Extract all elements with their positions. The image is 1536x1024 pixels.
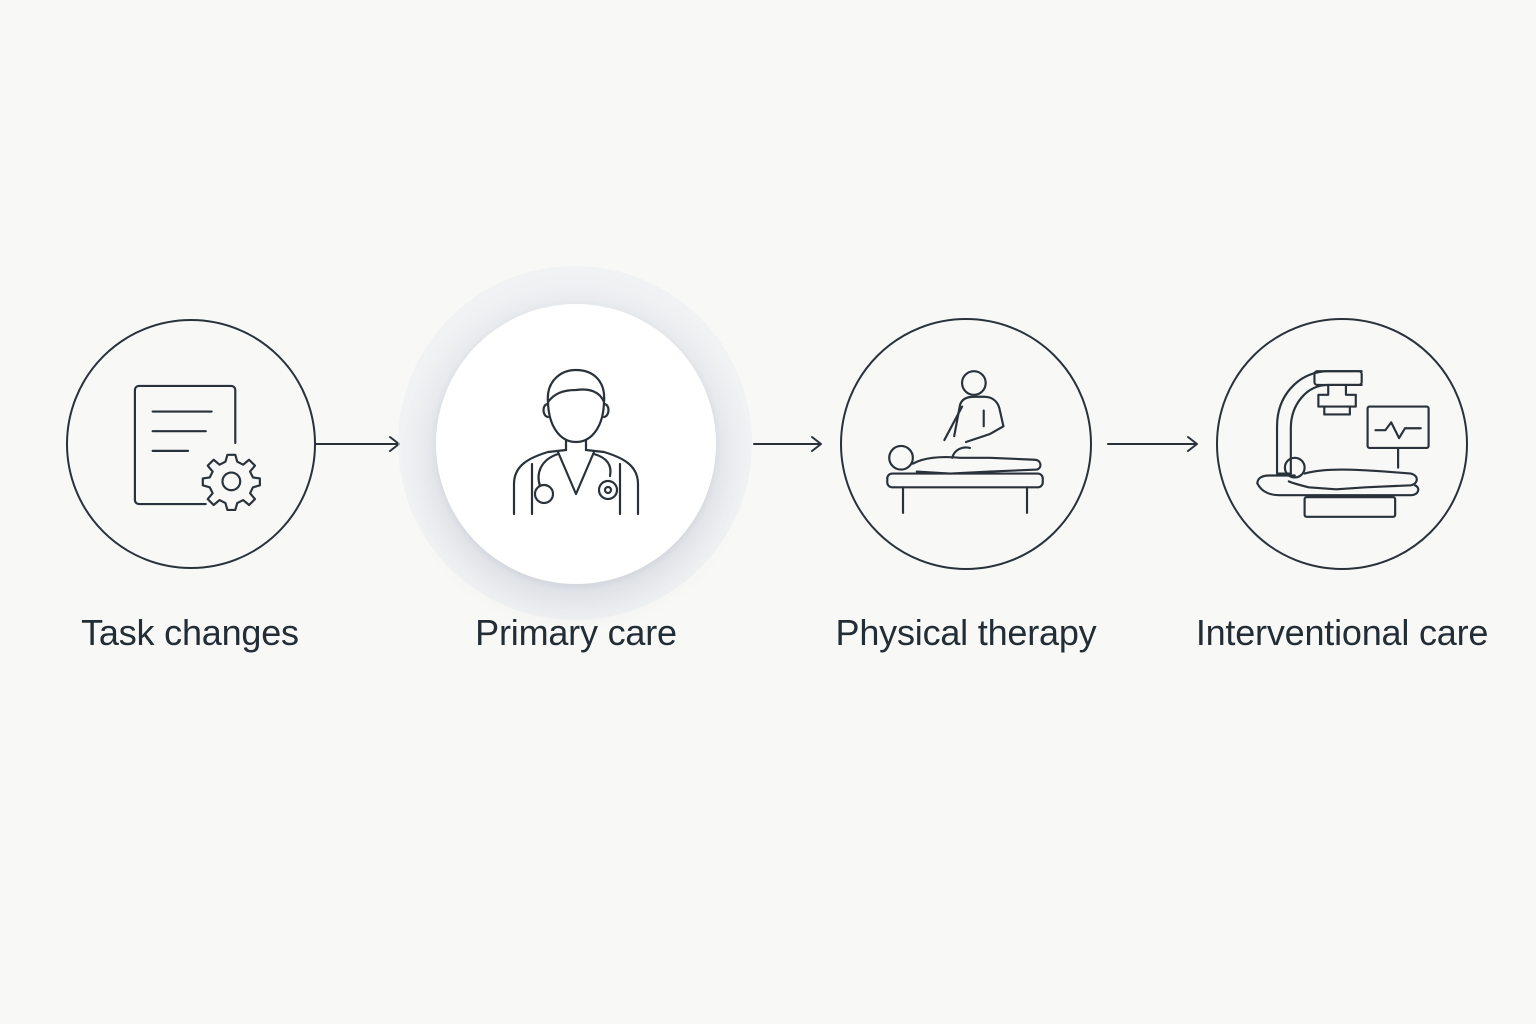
c-arm-imaging-monitor-icon <box>1256 370 1430 518</box>
arrow-1 <box>315 436 400 452</box>
step-primary-care-circle <box>436 304 716 584</box>
doctor-stethoscope-icon <box>512 368 640 516</box>
step-label-interventional-care: Interventional care <box>1195 612 1489 653</box>
step-label-physical-therapy: Physical therapy <box>835 612 1097 653</box>
step-label-task-changes: Task changes <box>81 612 299 653</box>
document-gear-icon <box>133 384 261 512</box>
step-physical-therapy-circle <box>840 318 1092 570</box>
step-task-changes-circle <box>66 319 316 569</box>
arrow-2 <box>753 436 822 452</box>
step-interventional-care-circle <box>1216 318 1468 570</box>
therapist-treatment-table-icon <box>886 370 1044 514</box>
step-label-primary-care: Primary care <box>475 612 677 653</box>
arrow-3 <box>1107 436 1198 452</box>
